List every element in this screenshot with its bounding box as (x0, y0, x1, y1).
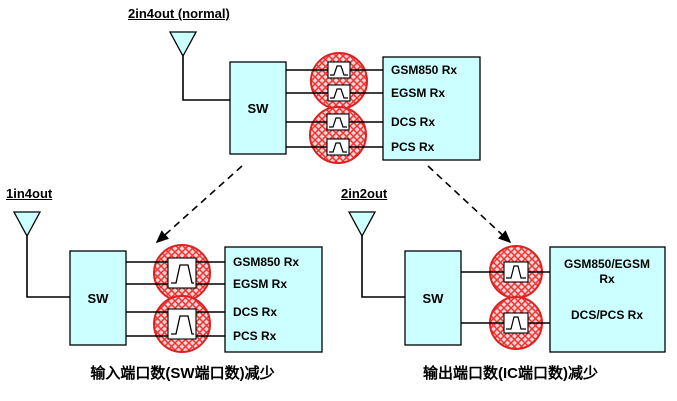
antenna-icon (168, 31, 230, 101)
bandpass-filter-icon (327, 61, 351, 79)
bottom-left-caption: 输入端口数(SW端口数)减少 (90, 365, 275, 382)
bandpass-filter-icon (326, 113, 350, 131)
receiver-label: PCS Rx (233, 329, 277, 343)
bottom-right-diagram-title: 2in2out (341, 186, 388, 201)
bandpass-filter-icon (167, 257, 197, 289)
receiver-label: DCS/PCS Rx (570, 308, 644, 322)
bandpass-filter-icon (167, 308, 197, 340)
switch-box (404, 250, 462, 346)
bandpass-filter-icon (327, 84, 351, 102)
receiver-label: EGSM Rx (391, 86, 446, 100)
bandpass-filter-icon (503, 261, 529, 283)
top-diagram-title: 2in4out (normal) (128, 6, 230, 21)
switch-label: SW (247, 100, 269, 116)
receiver-box (549, 246, 666, 353)
receiver-label: DCS Rx (233, 305, 278, 319)
receiver-box (224, 246, 323, 353)
dashed-arrow-icon (427, 165, 512, 244)
receiver-label: EGSM Rx (233, 277, 288, 291)
receiver-label: GSM850 Rx (233, 255, 300, 269)
bandpass-filter-icon (326, 138, 350, 156)
switch-label: SW (422, 290, 444, 306)
switch-box (229, 61, 287, 155)
bottom-right-caption: 输出端口数(IC端口数)减少 (423, 365, 598, 382)
antenna-icon (12, 211, 70, 298)
receiver-label: PCS Rx (391, 140, 435, 154)
filter-highlight-circle (309, 106, 367, 164)
switch-box (69, 250, 127, 346)
receiver-label: GSM850 Rx (391, 63, 458, 77)
bottom-left-diagram-title: 1in4out (6, 186, 53, 201)
dashed-arrow-icon (155, 165, 243, 244)
bandpass-filter-icon (503, 312, 529, 334)
antenna-icon (347, 211, 405, 298)
receiver-label: DCS Rx (391, 115, 436, 129)
switch-label: SW (87, 290, 109, 306)
receiver-label: GSM850/EGSM Rx (563, 257, 651, 286)
receiver-box (382, 56, 481, 161)
